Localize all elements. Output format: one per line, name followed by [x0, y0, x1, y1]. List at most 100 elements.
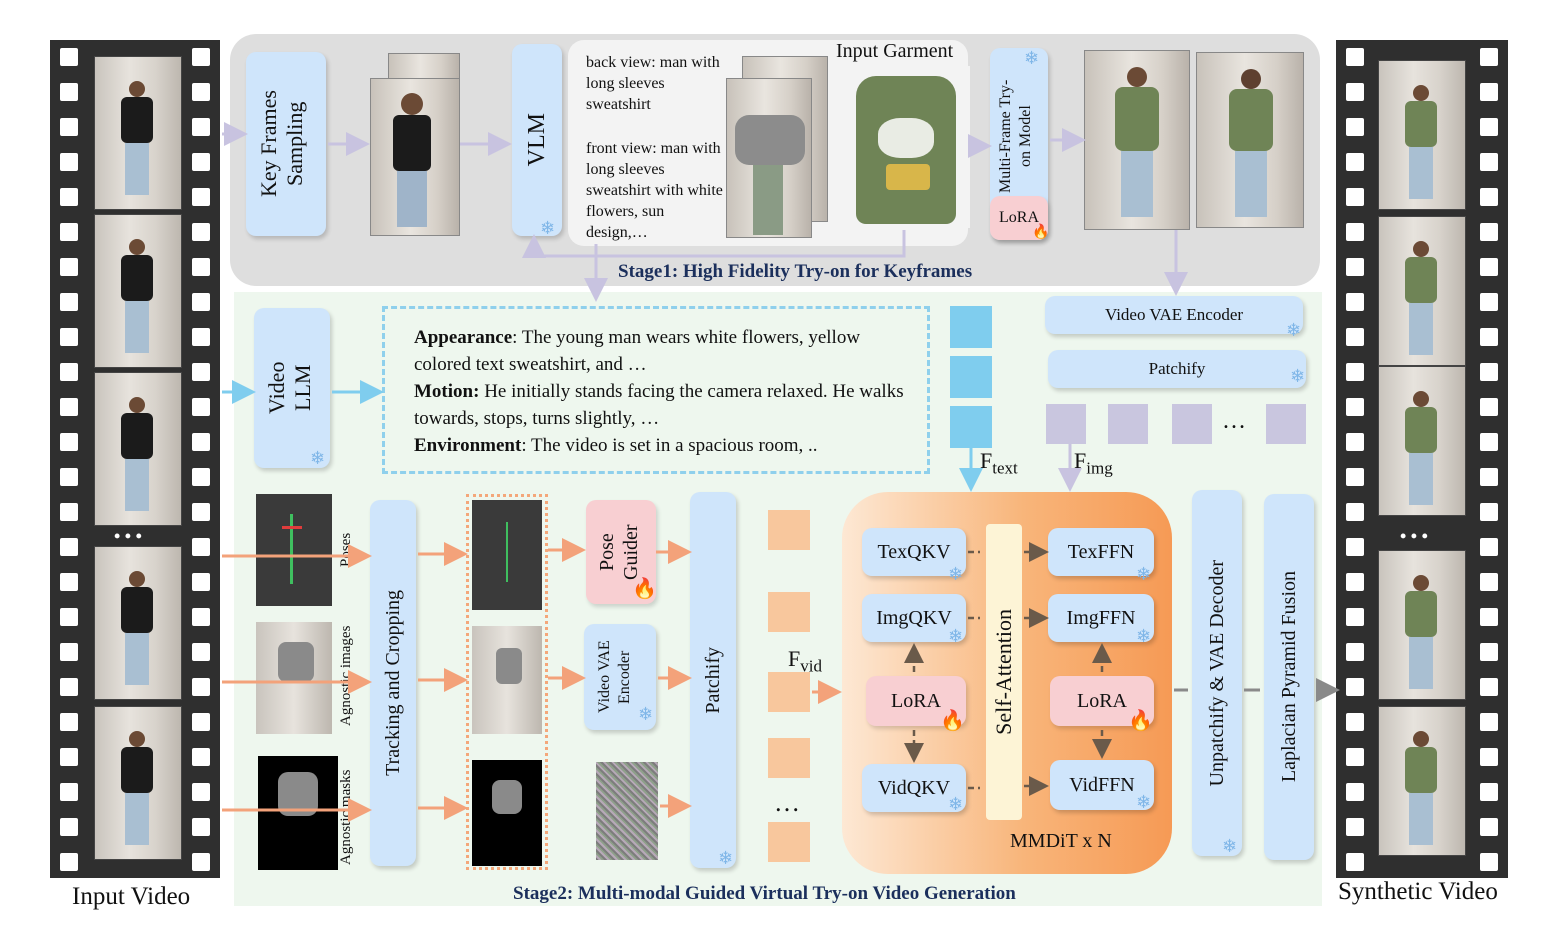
lora-block-left: LoRA	[866, 676, 966, 726]
film-sprocket-hole	[192, 83, 210, 101]
film-sprocket-hole	[1480, 818, 1498, 836]
vlm-block: VLM	[512, 44, 562, 236]
lora-label: LoRA	[999, 209, 1039, 226]
noise-latent	[596, 762, 658, 860]
film-sprocket-hole	[1480, 678, 1498, 696]
film-sprocket-hole	[1346, 783, 1364, 801]
video-token	[768, 738, 810, 778]
film-sprocket-hole	[1480, 433, 1498, 451]
caption-text: Appearance: The young man wears white fl…	[414, 324, 914, 459]
film-sprocket-hole	[192, 398, 210, 416]
film-sprocket-hole	[192, 538, 210, 556]
film-sprocket-hole	[1480, 153, 1498, 171]
video-token-ellipsis: …	[774, 788, 800, 817]
video-frame	[1378, 366, 1466, 516]
tryon-result-back	[1196, 52, 1304, 228]
laplacian-fusion-block: Laplacian Pyramid Fusion	[1264, 494, 1314, 860]
video-frame	[1378, 216, 1466, 366]
motion-value: He initially stands facing the camera re…	[414, 381, 904, 429]
film-sprocket-hole	[192, 258, 210, 276]
film-sprocket-hole	[60, 153, 78, 171]
snowflake-icon: ❄	[540, 218, 556, 239]
film-sprocket-hole	[192, 608, 210, 626]
snowflake-icon: ❄	[1222, 836, 1238, 857]
film-sprocket-hole	[60, 503, 78, 521]
image-token	[1172, 404, 1212, 444]
film-sprocket-hole	[1346, 293, 1364, 311]
tracking-cropping-block: Tracking and Cropping	[370, 500, 416, 866]
token-ellipsis: …	[1222, 408, 1246, 434]
film-sprocket-hole	[1480, 83, 1498, 101]
imgqkv-block: ImgQKV	[862, 594, 966, 642]
film-sprocket-hole	[60, 853, 78, 871]
film-sprocket-hole	[60, 328, 78, 346]
vlm-back-view-text: back view: man with long sleeves sweatsh…	[586, 54, 720, 113]
film-sprocket-hole	[192, 223, 210, 241]
imgffn-label: ImgFFN	[1066, 606, 1136, 629]
film-sprocket-hole	[192, 678, 210, 696]
film-sprocket-hole	[1346, 538, 1364, 556]
synthetic-video-label: Synthetic Video	[1338, 878, 1498, 905]
film-sprocket-hole	[192, 433, 210, 451]
output-film-strip	[1336, 40, 1508, 878]
film-sprocket-hole	[192, 188, 210, 206]
film-sprocket-hole	[1346, 748, 1364, 766]
texqkv-block: TexQKV	[862, 528, 966, 576]
snowflake-icon: ❄	[948, 794, 964, 815]
key-frames-sampling-block: Key Frames Sampling	[246, 52, 326, 236]
film-sprocket-hole	[1480, 258, 1498, 276]
snowflake-icon: ❄	[1024, 48, 1040, 69]
pose-photo-front	[726, 78, 812, 238]
snowflake-icon: ❄	[718, 848, 734, 869]
film-sprocket-hole	[1480, 783, 1498, 801]
film-sprocket-hole	[60, 363, 78, 381]
film-sprocket-hole	[60, 258, 78, 276]
agnostic-mask-input	[258, 756, 338, 870]
film-sprocket-hole	[192, 818, 210, 836]
film-sprocket-hole	[192, 118, 210, 136]
video-llm-block: Video LLM	[254, 308, 330, 468]
film-sprocket-hole	[192, 293, 210, 311]
appearance-key: Appearance	[414, 327, 513, 348]
video-frame	[1378, 706, 1466, 856]
patchify-block-top: Patchify	[1048, 350, 1306, 388]
vidffn-block: VidFFN	[1050, 760, 1154, 810]
snowflake-icon: ❄	[638, 704, 654, 725]
film-sprocket-hole	[192, 748, 210, 766]
video-token	[768, 592, 810, 632]
video-vae-encoder-block-top: Video VAE Encoder	[1045, 296, 1303, 334]
vidqkv-label: VidQKV	[877, 776, 951, 799]
film-sprocket-hole	[1346, 678, 1364, 696]
f-text-label: Ftext	[980, 448, 1018, 478]
film-sprocket-hole	[60, 748, 78, 766]
cropped-mask	[472, 760, 542, 866]
input-film-strip	[50, 40, 220, 878]
film-sprocket-hole	[1346, 643, 1364, 661]
unpatchify-vae-decoder-block: Unpatchify & VAE Decoder	[1192, 490, 1242, 856]
film-sprocket-hole	[192, 363, 210, 381]
environment-value: : The video is set in a spacious room, .…	[521, 435, 818, 456]
video-frame	[94, 372, 182, 526]
film-sprocket-hole	[1480, 713, 1498, 731]
film-sprocket-hole	[1346, 398, 1364, 416]
tryon-result-front	[1084, 50, 1190, 230]
cropped-agnostic	[472, 626, 542, 734]
film-sprocket-hole	[1480, 503, 1498, 521]
film-sprocket-hole	[60, 818, 78, 836]
input-film-dots: • • •	[114, 526, 142, 546]
film-sprocket-hole	[1346, 83, 1364, 101]
motion-key: Motion:	[414, 381, 480, 402]
snowflake-icon: ❄	[310, 448, 326, 469]
video-frame	[94, 546, 182, 700]
film-sprocket-hole	[60, 678, 78, 696]
flame-icon: 🔥	[940, 708, 965, 732]
film-sprocket-hole	[60, 83, 78, 101]
stage1-title: Stage1: High Fidelity Try-on for Keyfram…	[618, 261, 973, 282]
film-sprocket-hole	[192, 783, 210, 801]
f-img-label: Fimg	[1074, 448, 1113, 478]
film-sprocket-hole	[192, 643, 210, 661]
film-sprocket-hole	[1480, 398, 1498, 416]
input-garment-label: Input Garment	[836, 40, 954, 62]
agnostic-image-input	[256, 622, 332, 734]
